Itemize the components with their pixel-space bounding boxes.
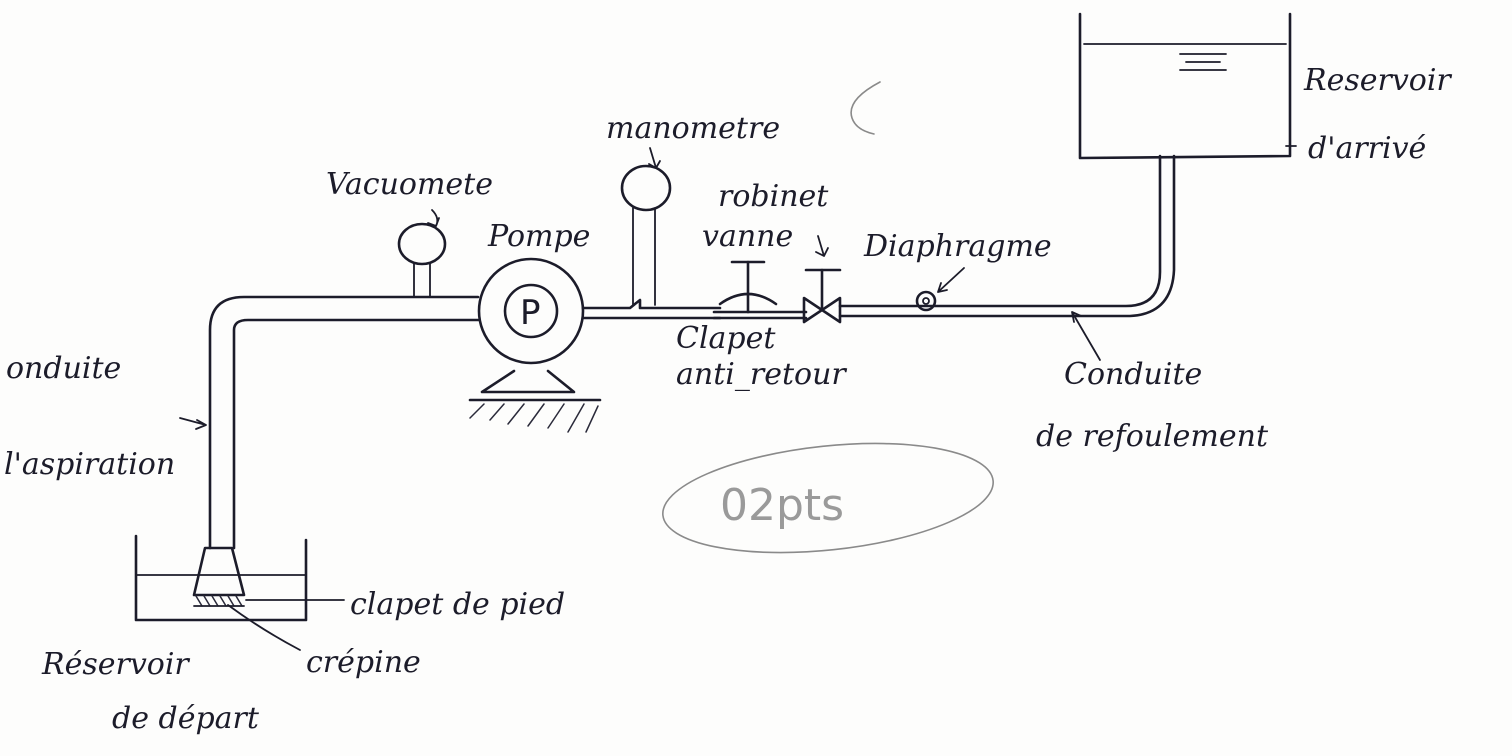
- label-pompe: Pompe: [487, 219, 590, 254]
- label-clapet: Clapet: [676, 321, 776, 356]
- foot-valve-strainer: [192, 546, 246, 607]
- discharge-pipe: [838, 154, 1176, 318]
- label-clapet-pied: clapet de pied: [350, 587, 565, 622]
- diaphragm: [915, 267, 965, 312]
- label-reservoir-depart-2: de départ: [112, 701, 260, 736]
- pencil-mark: [850, 81, 881, 135]
- label-reservoir-depart-1: Réservoir: [41, 647, 190, 682]
- label-conduite-aspiration-2: l'aspiration: [4, 447, 175, 482]
- check-valve: [712, 260, 808, 320]
- label-conduite-aspiration-1: onduite: [6, 351, 121, 386]
- label-diaphragme: Diaphragme: [863, 229, 1052, 264]
- discharge-pipe-start: [581, 298, 722, 320]
- arrival-reservoir: [1078, 12, 1297, 160]
- pump: [468, 257, 602, 433]
- label-reservoir-arrivee-2: d'arrivé: [1308, 131, 1426, 166]
- suction-pipe-pointer: [179, 417, 207, 430]
- label-vacuometre: Vacuomete: [326, 167, 493, 202]
- label-pump-symbol: P: [520, 293, 541, 333]
- label-robinet: robinet: [718, 179, 829, 214]
- suction-pipe: [208, 295, 480, 550]
- label-reservoir-arrivee-1: Reservoir: [1303, 63, 1452, 98]
- score-circle: [662, 442, 994, 554]
- label-conduite-refoulement-1: Conduite: [1064, 357, 1202, 392]
- label-crepine: crépine: [306, 645, 421, 680]
- discharge-pipe-pointer: [1071, 311, 1101, 361]
- score-note: 02pts: [720, 480, 844, 531]
- vacuometer: [397, 209, 447, 298]
- label-manometre: manometre: [606, 111, 780, 146]
- departure-reservoir: [134, 534, 308, 622]
- gate-valve: [802, 235, 842, 324]
- label-vanne: vanne: [702, 219, 793, 254]
- label-anti-retour: anti_retour: [676, 357, 847, 392]
- label-conduite-refoulement-2: de refoulement: [1036, 419, 1269, 454]
- strainer-pointer: [227, 604, 301, 651]
- manometer: [620, 147, 672, 306]
